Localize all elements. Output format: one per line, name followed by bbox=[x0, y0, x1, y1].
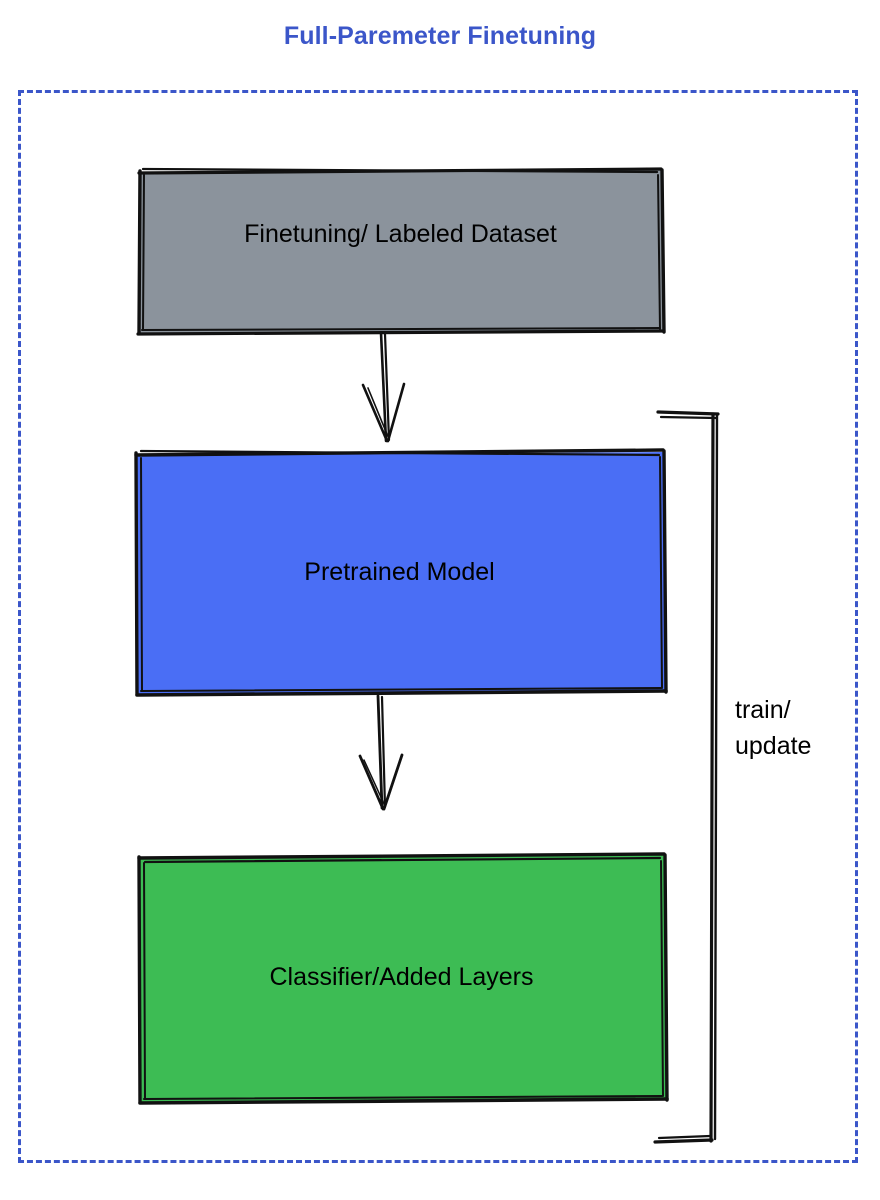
node-dataset-label: Finetuning/ Labeled Dataset bbox=[244, 220, 557, 248]
arrow-pretrained-to-classifier bbox=[358, 694, 404, 811]
node-pretrained-label: Pretrained Model bbox=[304, 558, 495, 586]
node-classifier-label: Classifier/Added Layers bbox=[269, 963, 534, 991]
arrow-dataset-to-pretrained bbox=[361, 331, 406, 443]
node-dataset-shape[interactable] bbox=[136, 167, 666, 336]
node-classifier[interactable]: Classifier/Added Layers bbox=[136, 853, 667, 1102]
diagram-container-boundary bbox=[18, 90, 858, 1163]
edge-feedback-loop-label-line1: train/ bbox=[735, 696, 791, 724]
node-dataset[interactable]: Finetuning/ Labeled Dataset bbox=[136, 168, 665, 334]
edge-feedback-loop bbox=[653, 410, 720, 1144]
node-pretrained-shape[interactable] bbox=[134, 448, 668, 697]
edge-feedback-loop-label-line2: update bbox=[735, 732, 812, 760]
node-pretrained[interactable]: Pretrained Model bbox=[133, 450, 666, 694]
page-title: Full-Paremeter Finetuning bbox=[283, 22, 597, 50]
node-classifier-shape[interactable] bbox=[137, 852, 669, 1105]
edge-feedback-loop-label: train/ update bbox=[735, 692, 855, 764]
